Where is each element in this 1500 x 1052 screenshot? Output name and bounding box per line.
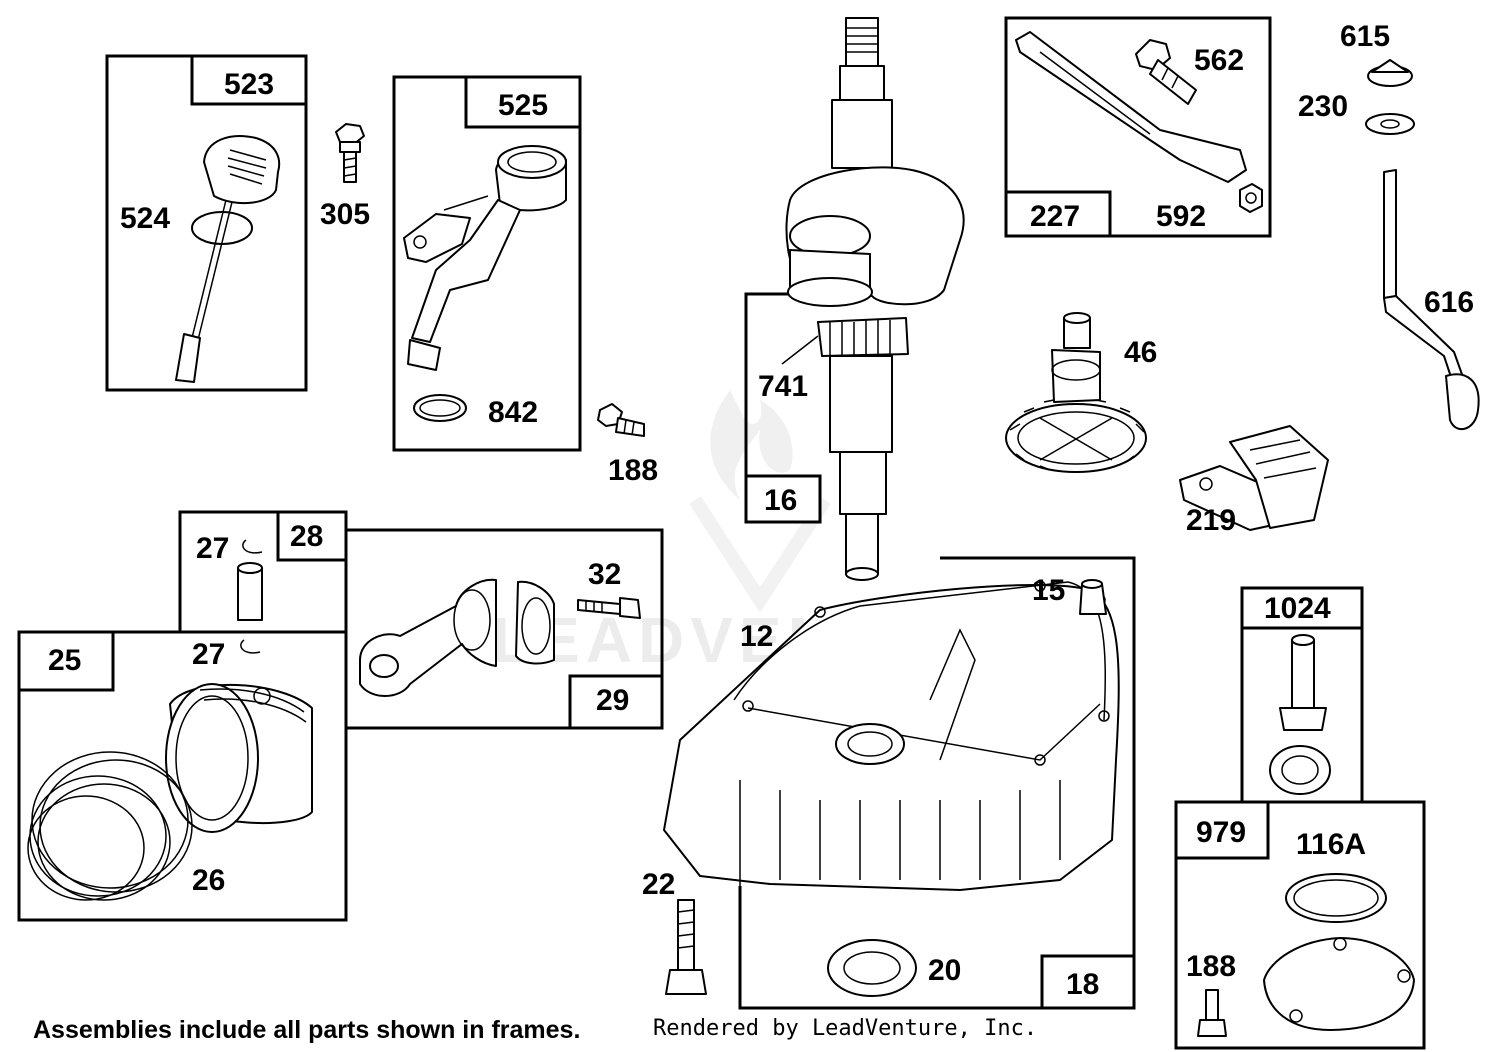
callout-16[interactable]: 16 xyxy=(764,484,797,517)
governor-219-part xyxy=(1179,425,1329,531)
callout-188-upper[interactable]: 188 xyxy=(608,454,658,487)
frame-523: 523 524 xyxy=(105,54,308,392)
connecting-rod-part xyxy=(359,578,497,697)
washer-230-part xyxy=(1365,113,1415,135)
callout-32[interactable]: 32 xyxy=(588,558,621,591)
rendered-by-credit: Rendered by LeadVenture, Inc. xyxy=(653,1016,1038,1041)
oil-fill-tube-part xyxy=(403,145,567,371)
frame-18: 18 xyxy=(738,556,1136,1010)
plug-15-part xyxy=(1079,579,1107,615)
callout-524[interactable]: 524 xyxy=(120,202,170,235)
callout-523[interactable]: 523 xyxy=(224,68,274,101)
camshaft-46-part xyxy=(1005,312,1147,473)
callout-116a[interactable]: 116A xyxy=(1296,828,1366,861)
frame-979: 979 116A 188 xyxy=(1174,800,1426,1050)
bolt-305-part xyxy=(335,123,365,183)
callout-615[interactable]: 615 xyxy=(1340,20,1390,53)
circlip-27-lower-part xyxy=(240,639,261,654)
callout-592[interactable]: 592 xyxy=(1156,200,1206,233)
oil-seal-20-part xyxy=(827,939,917,997)
screw-562-part xyxy=(1135,39,1197,105)
frame-25: 25 27 26 xyxy=(17,630,348,922)
callout-20[interactable]: 20 xyxy=(928,954,961,987)
callout-28[interactable]: 28 xyxy=(290,520,323,553)
o-ring-842-part xyxy=(413,394,467,422)
callout-979[interactable]: 979 xyxy=(1196,816,1246,849)
callout-525[interactable]: 525 xyxy=(498,89,548,122)
callout-18[interactable]: 18 xyxy=(1066,968,1099,1001)
callout-27-upper[interactable]: 27 xyxy=(196,532,229,565)
piston-part xyxy=(165,683,313,833)
callout-188-lower[interactable]: 188 xyxy=(1186,950,1236,983)
frame-525: 525 842 xyxy=(392,75,582,452)
callout-25[interactable]: 25 xyxy=(48,644,81,677)
crankcase-sump-part xyxy=(663,580,1120,891)
governor-parts-right xyxy=(1365,59,1480,431)
crankshaft-part xyxy=(785,17,965,581)
callout-305[interactable]: 305 xyxy=(320,198,370,231)
bolt-188-lower-part xyxy=(1197,989,1227,1037)
dipstick-cap-part xyxy=(203,135,281,205)
o-ring-116a-part xyxy=(1285,873,1387,923)
footer-note: Assemblies include all parts shown in fr… xyxy=(33,1016,581,1044)
callout-741[interactable]: 741 xyxy=(758,370,808,403)
rod-cap-part xyxy=(515,580,555,665)
callout-12[interactable]: 12 xyxy=(740,620,773,653)
callout-842[interactable]: 842 xyxy=(488,396,538,429)
callout-27-lower[interactable]: 27 xyxy=(192,638,225,671)
circlip-27-upper-part xyxy=(242,539,263,554)
callout-22[interactable]: 22 xyxy=(642,868,675,901)
dipstick-rod-part xyxy=(189,199,227,347)
governor-lever-part xyxy=(1015,31,1247,183)
piston-rings-26-part xyxy=(27,751,193,901)
frame-1024: 1024 xyxy=(1240,586,1364,802)
callout-15[interactable]: 15 xyxy=(1032,574,1065,607)
frame-16: 16 xyxy=(744,292,822,524)
governor-shaft-616-part xyxy=(1383,169,1397,299)
callout-616[interactable]: 616 xyxy=(1424,286,1474,319)
bolt-188-part xyxy=(597,403,645,437)
nut-592-part xyxy=(1239,183,1263,213)
callout-26[interactable]: 26 xyxy=(192,864,225,897)
frame-227: 227 562 592 xyxy=(1004,16,1272,238)
rod-bolt-32-part xyxy=(577,597,641,619)
callout-562[interactable]: 562 xyxy=(1194,44,1244,77)
bolt-22-part xyxy=(665,899,707,995)
callout-29[interactable]: 29 xyxy=(596,684,629,717)
oil-pump-shaft-part xyxy=(1269,634,1331,795)
callout-1024[interactable]: 1024 xyxy=(1264,592,1331,625)
piston-pin-part xyxy=(237,562,263,621)
pump-cover-part xyxy=(1263,937,1415,1031)
callout-230[interactable]: 230 xyxy=(1298,90,1348,123)
callout-219[interactable]: 219 xyxy=(1186,504,1236,537)
frame-29: 29 32 xyxy=(344,528,664,730)
callout-227[interactable]: 227 xyxy=(1030,200,1080,233)
callout-46[interactable]: 46 xyxy=(1124,336,1157,369)
frame-28: 28 27 xyxy=(178,510,348,632)
